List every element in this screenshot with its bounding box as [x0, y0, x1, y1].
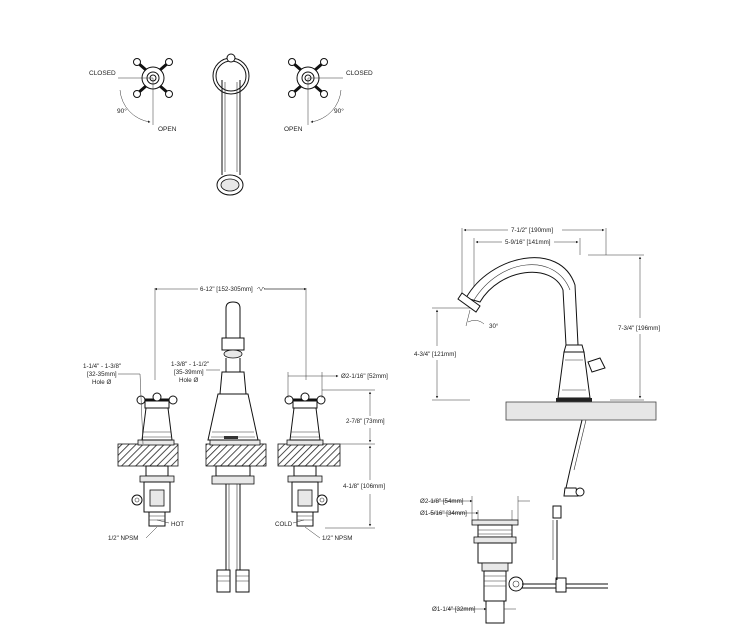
hole-left-line2: [32-35mm]	[87, 371, 117, 378]
hole-center-line3: Hole Ø	[179, 377, 198, 384]
deck-center	[205, 443, 267, 467]
drain-bottom-diameter: Ø1-1/4" [32mm]	[432, 606, 476, 613]
side-view: 7-1/2" [190mm] 5-9/16" [141mm] 7-3/4" [1…	[414, 227, 660, 489]
left-open-label: OPEN	[158, 126, 177, 133]
deck-slab	[505, 401, 657, 421]
cold-label: COLD	[275, 521, 293, 528]
hole-left-line3: Hole Ø	[92, 379, 111, 386]
spout-front	[207, 301, 259, 593]
deck-right	[277, 443, 341, 467]
right-open-label: OPEN	[284, 126, 303, 133]
right-angle-label: 90°	[334, 107, 344, 115]
spout-top-view	[212, 53, 250, 196]
angle-label: 30°	[489, 323, 499, 330]
drain-top-diameter: Ø2-1/8" [54mm]	[420, 498, 464, 505]
right-cross-handle-top	[288, 58, 343, 125]
handle-height: 2-7/8" [73mm]	[346, 418, 385, 425]
reach-dimension: 7-1/2" [190mm]	[511, 227, 553, 234]
below-deck-height: 4-1/8" [106mm]	[343, 483, 385, 490]
right-closed-label: CLOSED	[346, 70, 373, 77]
left-closed-label: CLOSED	[89, 70, 116, 77]
drain-mid-diameter: Ø1-5/16" [34mm]	[420, 510, 467, 517]
top-view: CLOSED OPEN 90° CLOSED OPE	[89, 53, 373, 196]
hot-label: HOT	[171, 521, 184, 528]
hole-center-line2: [35-39mm]	[174, 369, 204, 376]
right-handle-front	[284, 392, 328, 527]
spout-height-dimension: 4-3/4" [121mm]	[414, 351, 456, 358]
spread-dimension: 6-12" [152-305mm]	[200, 286, 253, 293]
hole-center-line1: 1-3/8" - 1-1/2"	[171, 361, 209, 368]
npsm-right-label: 1/2" NPSM	[322, 535, 352, 542]
spout-reach-dimension: 5-9/16" [141mm]	[505, 239, 551, 246]
hole-left-line1: 1-1/4" - 1-3/8"	[83, 363, 121, 370]
left-cross-handle-top	[118, 58, 173, 125]
deck-left	[117, 443, 179, 467]
drain-view: Ø2-1/8" [54mm] Ø1-5/16" [34mm] Ø1-1/4" […	[420, 487, 608, 624]
left-angle-label: 90°	[117, 107, 127, 115]
npsm-left-label: 1/2" NPSM	[108, 535, 138, 542]
handle-diameter: Ø2-1/16" [52mm]	[341, 373, 388, 380]
front-view: 6-12" [152-305mm] 1-1/4" - 1-3/8"	[83, 286, 388, 593]
height-dimension: 7-3/4" [196mm]	[618, 325, 660, 332]
